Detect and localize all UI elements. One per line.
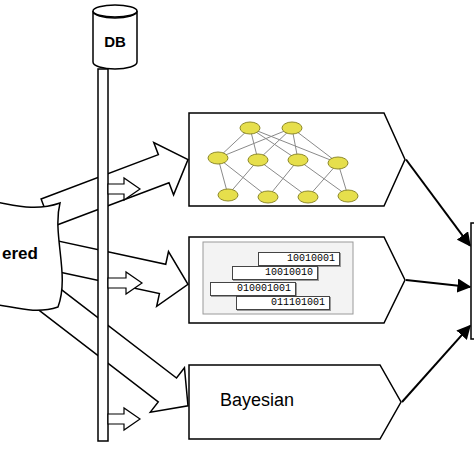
neuron (338, 190, 358, 202)
binary-panel (203, 242, 353, 314)
neuron (240, 122, 260, 134)
neuron (282, 122, 302, 134)
binary-string-box: 010001001 (210, 282, 296, 296)
cylinder-body (93, 11, 137, 69)
network-links (218, 128, 348, 197)
neuron (208, 152, 228, 164)
neuron (288, 154, 308, 166)
binary-string: 010001001 (211, 283, 295, 295)
pipe-arrow (108, 178, 140, 200)
binary-string-box: 10010001 (258, 252, 340, 266)
block-arrow (41, 142, 188, 227)
pentagon-outline (189, 113, 405, 206)
binary-string: 011101001 (237, 297, 329, 309)
binary-string: 10010010 (233, 267, 317, 279)
binary-string-box: 10010010 (232, 266, 318, 280)
pipe-arrow (108, 272, 142, 294)
output-box (470, 222, 474, 340)
method-box: Bayesian (188, 364, 402, 440)
neuron (258, 191, 278, 203)
neuron (298, 191, 318, 203)
block-arrow (37, 285, 188, 412)
flow-arrow (406, 160, 470, 246)
binary-string: 10010001 (259, 253, 339, 265)
flow-arrow (406, 280, 470, 287)
box-outline (471, 223, 474, 339)
pipe-arrow (108, 408, 140, 430)
network-neurons (208, 122, 358, 203)
method-box: 10010001 10010010 010001001 011101001 (188, 236, 406, 324)
document-shape: ered (0, 195, 68, 315)
cylinder-top (93, 5, 137, 17)
node-label: Bayesian (220, 391, 294, 409)
binary-string-box: 011101001 (236, 296, 330, 310)
db-pipe (98, 69, 108, 441)
neuron (248, 154, 268, 166)
neuron (218, 189, 238, 201)
neuron (328, 157, 348, 169)
pentagon-outline (189, 365, 401, 439)
flow-arrow (402, 326, 470, 402)
node-label: ered (2, 245, 38, 262)
node-label: DB (92, 34, 138, 49)
pentagon-outline (189, 237, 405, 323)
document-outline (0, 201, 62, 311)
output-box-outline (470, 222, 474, 340)
method-box-outline (188, 236, 406, 324)
database-cylinder: DB (92, 4, 138, 70)
